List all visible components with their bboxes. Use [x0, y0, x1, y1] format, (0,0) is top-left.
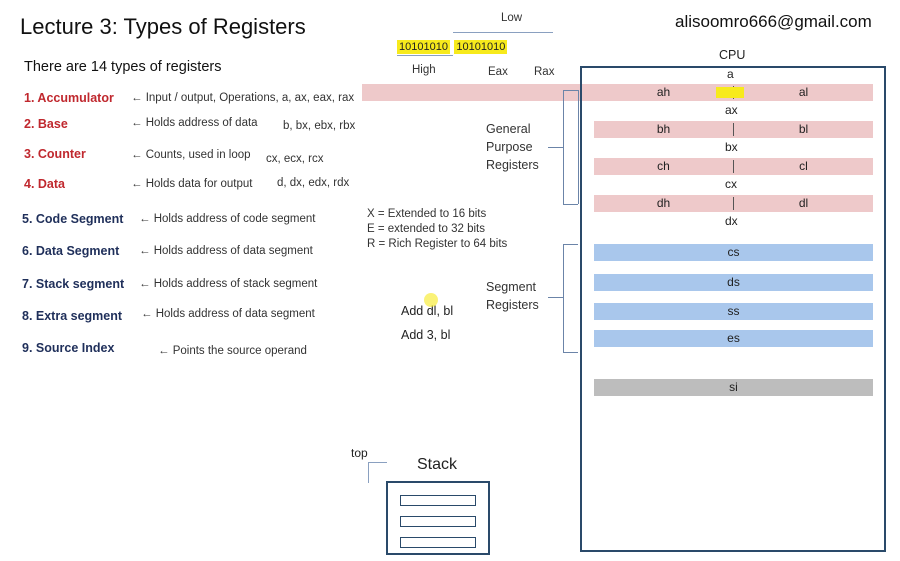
register-variants-base: b, bx, ebx, rbx	[283, 120, 356, 132]
ax-register-bar: ah al	[594, 84, 873, 101]
segment-label-1: Segment	[486, 280, 537, 294]
register-name-data: 4. Data	[24, 177, 65, 191]
cpu-box	[580, 66, 886, 552]
segment-label-2: Registers	[486, 298, 539, 312]
segment-bracket-tip	[548, 297, 563, 298]
register-desc-code-segment: ← Holds address of code segment	[139, 213, 316, 225]
cursor-highlight	[424, 293, 438, 307]
extension-note-x: X = Extended to 16 bits	[367, 208, 487, 220]
cpu-title: CPU	[719, 48, 746, 62]
general-label-1: General	[486, 122, 531, 136]
general-bracket-tip	[548, 147, 563, 148]
register-desc-data-segment: ← Holds address of data segment	[139, 245, 313, 257]
register-desc-accumulator: ← Input / output, Operations, a, ax, eax…	[131, 92, 355, 104]
register-name-counter: 3. Counter	[24, 147, 86, 161]
al-label: al	[798, 85, 809, 99]
stack-box	[386, 481, 490, 555]
author-email: alisoomro666@gmail.com	[675, 12, 872, 31]
ax-label: ax	[725, 103, 738, 117]
ax-highlight	[716, 87, 744, 98]
register-desc-stack-segment: ← Holds address of stack segment	[139, 278, 318, 290]
accumulator-extension-bar	[362, 84, 594, 101]
register-name-data-segment: 6. Data Segment	[22, 244, 120, 258]
stack-top-pointer	[368, 462, 387, 483]
stack-slot	[400, 495, 476, 506]
rax-label: Rax	[534, 66, 555, 78]
register-name-base: 2. Base	[24, 117, 68, 131]
bx-divider	[733, 123, 734, 136]
register-name-source-index: 9. Source Index	[22, 341, 115, 355]
ah-label: ah	[656, 85, 671, 99]
low-bracket-line	[453, 32, 553, 33]
general-label-2: Purpose	[486, 140, 533, 154]
segment-bracket-line	[563, 244, 564, 352]
register-a-label: a	[727, 67, 734, 81]
register-desc-counter: ← Counts, used in loop	[131, 149, 251, 161]
general-label-3: Registers	[486, 158, 539, 172]
dl-label: dl	[798, 196, 809, 210]
register-variants-data: d, dx, edx, rdx	[277, 177, 350, 189]
register-desc-extra-segment: ← Holds address of data segment	[141, 308, 315, 320]
bl-label: bl	[798, 122, 809, 136]
low-label: Low	[501, 12, 523, 24]
ch-label: ch	[657, 159, 670, 173]
general-bracket-line	[578, 90, 579, 204]
high-bracket-line	[397, 55, 453, 56]
stack-title: Stack	[417, 456, 458, 473]
bh-label: bh	[656, 122, 671, 136]
dx-divider	[733, 197, 734, 210]
bx-label: bx	[725, 140, 738, 154]
extension-note-e: E = extended to 32 bits	[367, 223, 485, 235]
dh-label: dh	[656, 196, 671, 210]
si-register-bar: si	[594, 379, 873, 396]
segment-bracket-bottom	[563, 352, 578, 353]
register-name-extra-segment: 8. Extra segment	[22, 309, 123, 323]
instruction-2: Add 3, bl	[401, 328, 451, 342]
cx-register-bar: ch cl	[594, 158, 873, 175]
extension-note-r: R = Rich Register to 64 bits	[367, 238, 508, 250]
general-bracket-inner	[563, 90, 564, 204]
register-name-code-segment: 5. Code Segment	[22, 212, 124, 226]
register-variants-counter: cx, ecx, rcx	[266, 153, 324, 165]
cs-register-bar: cs	[594, 244, 873, 261]
es-register-bar: es	[594, 330, 873, 347]
dx-register-bar: dh dl	[594, 195, 873, 212]
stack-top-label: top	[351, 446, 368, 460]
stack-slot	[400, 537, 476, 548]
cx-label: cx	[725, 177, 737, 191]
cx-divider	[733, 160, 734, 173]
high-label: High	[412, 64, 436, 76]
ss-register-bar: ss	[594, 303, 873, 320]
segment-bracket-top	[563, 244, 578, 245]
instruction-1: Add dl, bl	[401, 304, 454, 318]
register-desc-source-index: ← Points the source operand	[158, 345, 307, 357]
register-desc-data: ← Holds data for output	[131, 178, 253, 190]
page-title: Lecture 3: Types of Registers	[20, 14, 306, 39]
dx-label: dx	[725, 214, 738, 228]
low-byte: 10101010	[454, 40, 508, 54]
binary-value: 10101010 10101010	[397, 37, 508, 55]
eax-label: Eax	[488, 66, 508, 78]
ds-register-bar: ds	[594, 274, 873, 291]
bx-register-bar: bh bl	[594, 121, 873, 138]
register-name-stack-segment: 7. Stack segment	[22, 277, 125, 291]
general-bracket-top	[563, 90, 578, 91]
register-desc-base: ← Holds address of data	[131, 117, 258, 129]
cl-label: cl	[799, 159, 808, 173]
register-name-accumulator: 1. Accumulator	[24, 91, 114, 105]
stack-slot	[400, 516, 476, 527]
high-byte: 10101010	[397, 40, 450, 54]
general-bracket-bottom	[563, 204, 578, 205]
intro-text: There are 14 types of registers	[24, 59, 222, 75]
